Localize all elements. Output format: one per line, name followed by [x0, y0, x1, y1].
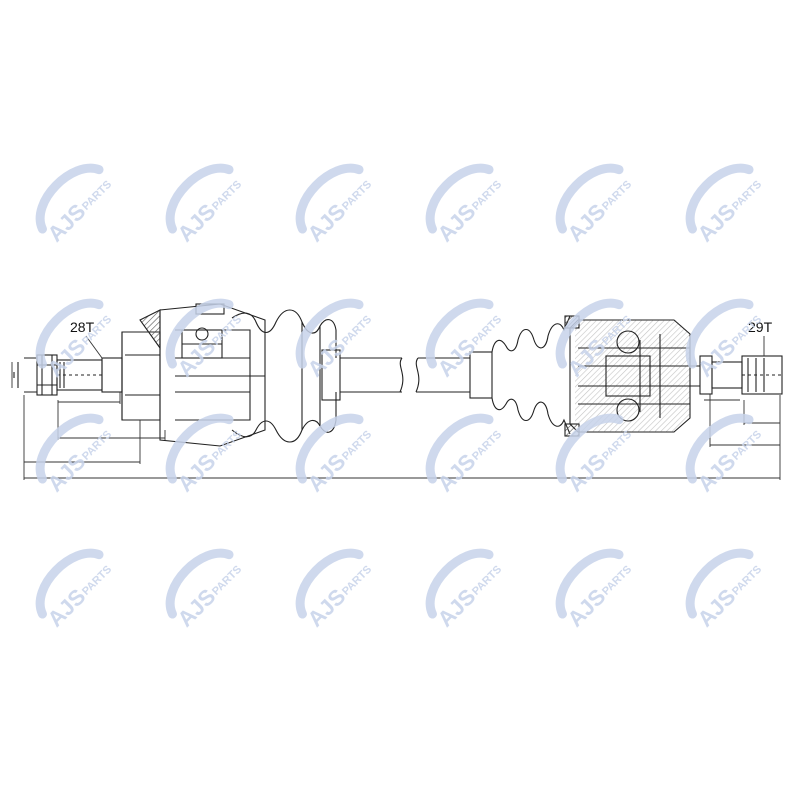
- right-spline-label: 29T: [748, 319, 773, 335]
- left-shaft: [340, 357, 404, 393]
- left-housing-section: [139, 309, 161, 350]
- shaft-outline: [11, 303, 783, 480]
- left-nut: [36, 354, 58, 396]
- left-spline-stub: [56, 357, 123, 393]
- right-spline-stub: [699, 355, 783, 395]
- right-joint-housing: [569, 319, 700, 433]
- right-boot: [491, 315, 571, 435]
- right-shaft: [415, 351, 493, 399]
- left-spline-label: 28T: [70, 319, 95, 335]
